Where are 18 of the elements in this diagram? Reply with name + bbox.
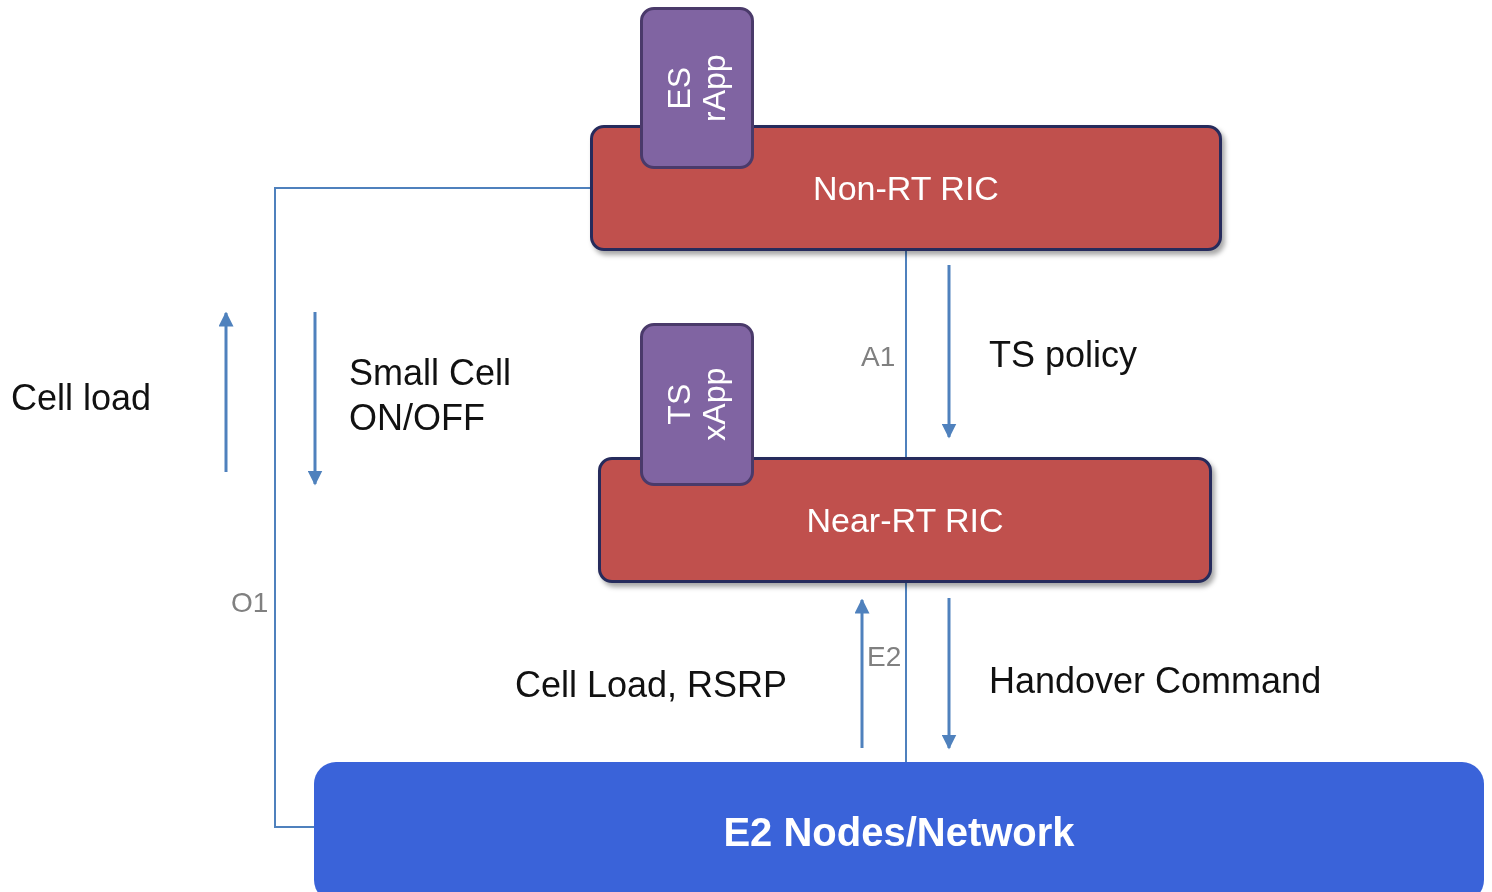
app-box: [640, 323, 754, 486]
flow-label: Handover Command: [989, 659, 1322, 703]
flow-label: Cell load: [11, 376, 152, 420]
node-label: Non-RT RIC: [813, 168, 999, 208]
node-label: TS xApp: [661, 367, 733, 443]
connector-line: [274, 187, 591, 828]
node-label: ES rApp: [661, 53, 733, 124]
flow-label: Small Cell ON/OFF: [349, 351, 513, 440]
node-label: E2 Nodes/Network: [723, 809, 1075, 855]
controller-box: [598, 457, 1212, 583]
flow-label: TS policy: [989, 333, 1138, 377]
network-box: [314, 762, 1484, 892]
connector-line: [905, 582, 907, 763]
controller-box: [590, 125, 1222, 251]
connector-line: [905, 250, 907, 458]
flow-label: Cell Load, RSRP: [515, 663, 788, 707]
node-label: Near-RT RIC: [806, 500, 1004, 540]
app-box: [640, 7, 754, 169]
